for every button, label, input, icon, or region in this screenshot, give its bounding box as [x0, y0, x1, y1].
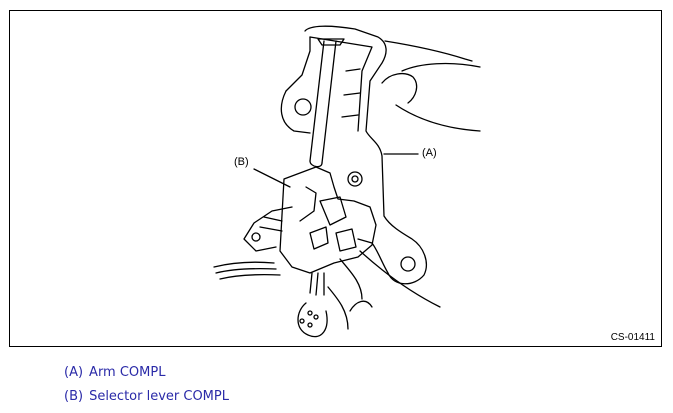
- legend: (A) Arm COMPL (B) Selector lever COMPL: [64, 361, 229, 409]
- legend-label: Selector lever COMPL: [89, 389, 229, 404]
- legend-key: (B): [64, 389, 84, 404]
- leader-line-b: [253, 168, 291, 188]
- legend-key: (A): [64, 365, 84, 380]
- selector-lever-shaft: [309, 38, 345, 168]
- legend-label: Arm COMPL: [89, 365, 166, 380]
- wire-harness: [213, 261, 328, 338]
- hand-outline-top: [381, 40, 481, 132]
- legend-item-b: (B) Selector lever COMPL: [64, 385, 229, 409]
- selector-lever-body: [243, 166, 377, 274]
- figure-code: CS-01411: [610, 332, 655, 343]
- arm-compl-bracket: [280, 25, 427, 285]
- legend-item-a: (A) Arm COMPL: [64, 361, 229, 385]
- callout-a: (A): [422, 147, 437, 159]
- callout-b: (B): [234, 156, 249, 168]
- figure-frame: (A) (B) CS-01411: [9, 10, 662, 347]
- selector-lever-illustration: [213, 25, 481, 338]
- hand-outline-bottom: [327, 250, 441, 330]
